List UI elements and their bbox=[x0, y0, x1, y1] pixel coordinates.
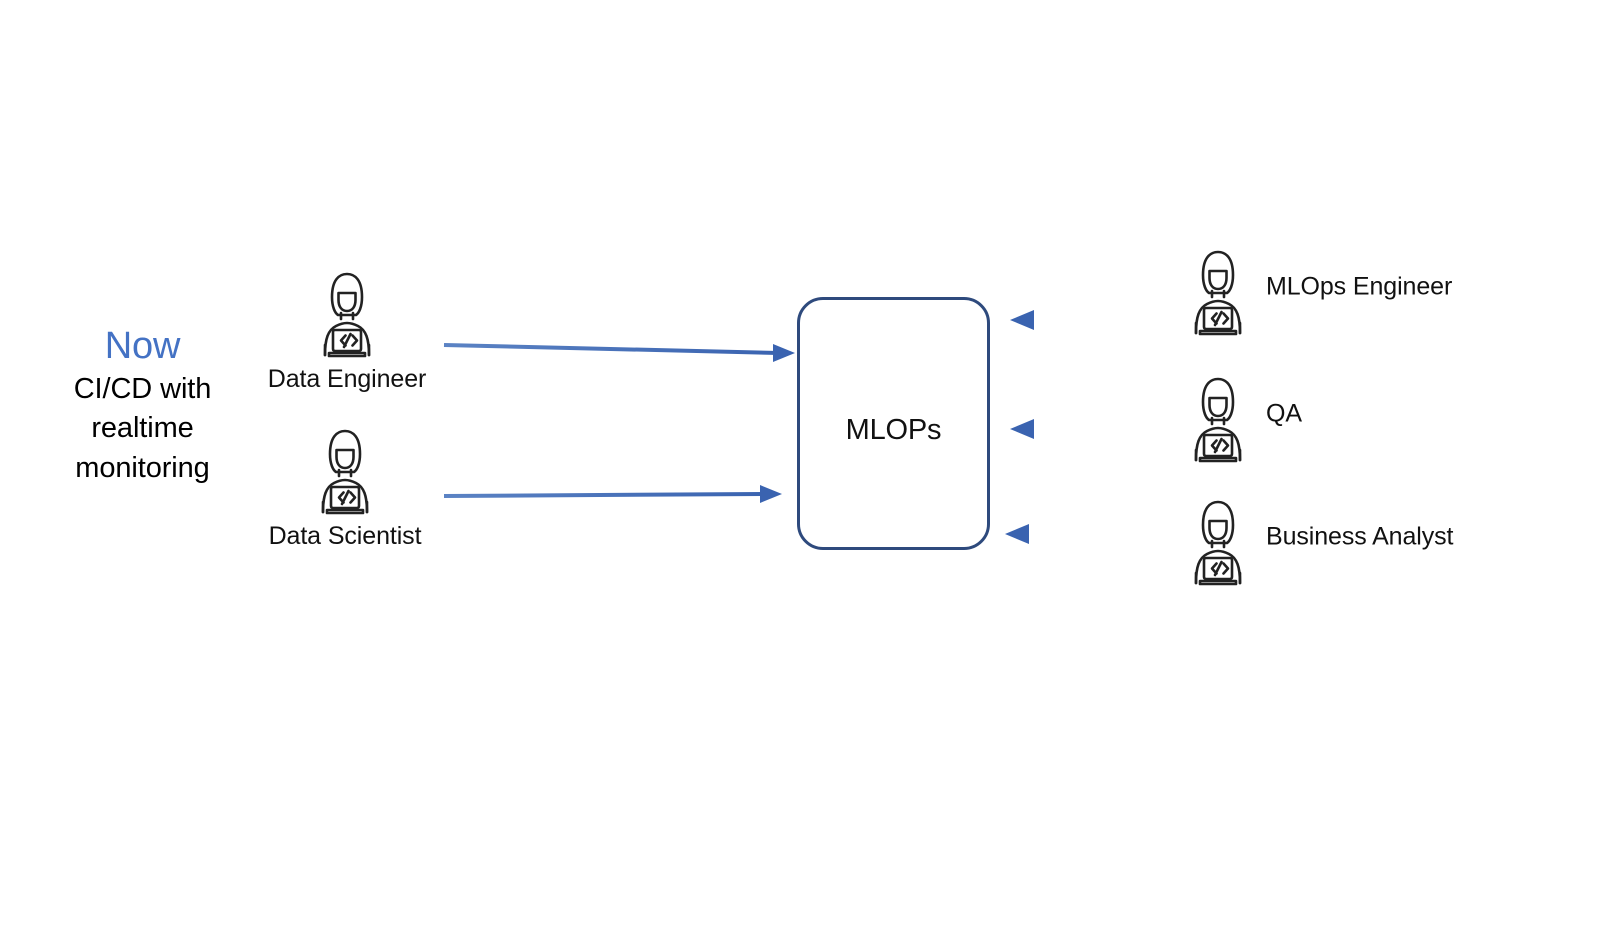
actor-qa[interactable]: QA bbox=[1176, 372, 1302, 464]
caption-subtitle-line2: realtime bbox=[91, 412, 194, 445]
person-at-laptop-code-icon bbox=[1194, 377, 1242, 463]
actor-label: QA bbox=[1266, 399, 1302, 428]
person-at-laptop-code-icon bbox=[1194, 250, 1242, 336]
actor-data-scientist[interactable]: Data Scientist bbox=[269, 424, 422, 550]
actor-label: Data Scientist bbox=[268, 522, 422, 550]
actor-data-engineer[interactable]: Data Engineer bbox=[268, 267, 426, 393]
actor-label: MLOps Engineer bbox=[1266, 272, 1453, 301]
caption-block: Now CI/CD with realtime monitoring bbox=[30, 325, 255, 489]
person-at-laptop-code-icon bbox=[323, 272, 371, 358]
mlops-node-label: MLOPs bbox=[845, 414, 942, 446]
actor-mlops-engineer[interactable]: MLOps Engineer bbox=[1176, 245, 1452, 337]
arrow-data-engineer-to-mlops bbox=[443, 343, 795, 362]
caption-subtitle-line1: CI/CD with bbox=[73, 372, 212, 405]
arrow-mlops-engineer-to-mlops bbox=[1010, 310, 1190, 330]
arrow-data-scientist-to-mlops bbox=[443, 485, 782, 503]
arrow-qa-to-mlops bbox=[1010, 419, 1190, 439]
person-at-laptop-code-icon bbox=[1194, 500, 1242, 586]
mlops-node[interactable]: MLOPs bbox=[797, 297, 990, 550]
actor-label: Data Engineer bbox=[267, 365, 427, 393]
actor-label: Business Analyst bbox=[1266, 522, 1454, 551]
person-at-laptop-code-icon bbox=[321, 429, 369, 515]
actor-business-analyst[interactable]: Business Analyst bbox=[1176, 495, 1453, 587]
arrow-business-analyst-to-mlops bbox=[1005, 524, 1190, 544]
caption-subtitle: CI/CD with realtime monitoring bbox=[30, 370, 255, 489]
caption-headline: Now bbox=[104, 325, 181, 367]
caption-subtitle-line3: monitoring bbox=[75, 451, 210, 484]
